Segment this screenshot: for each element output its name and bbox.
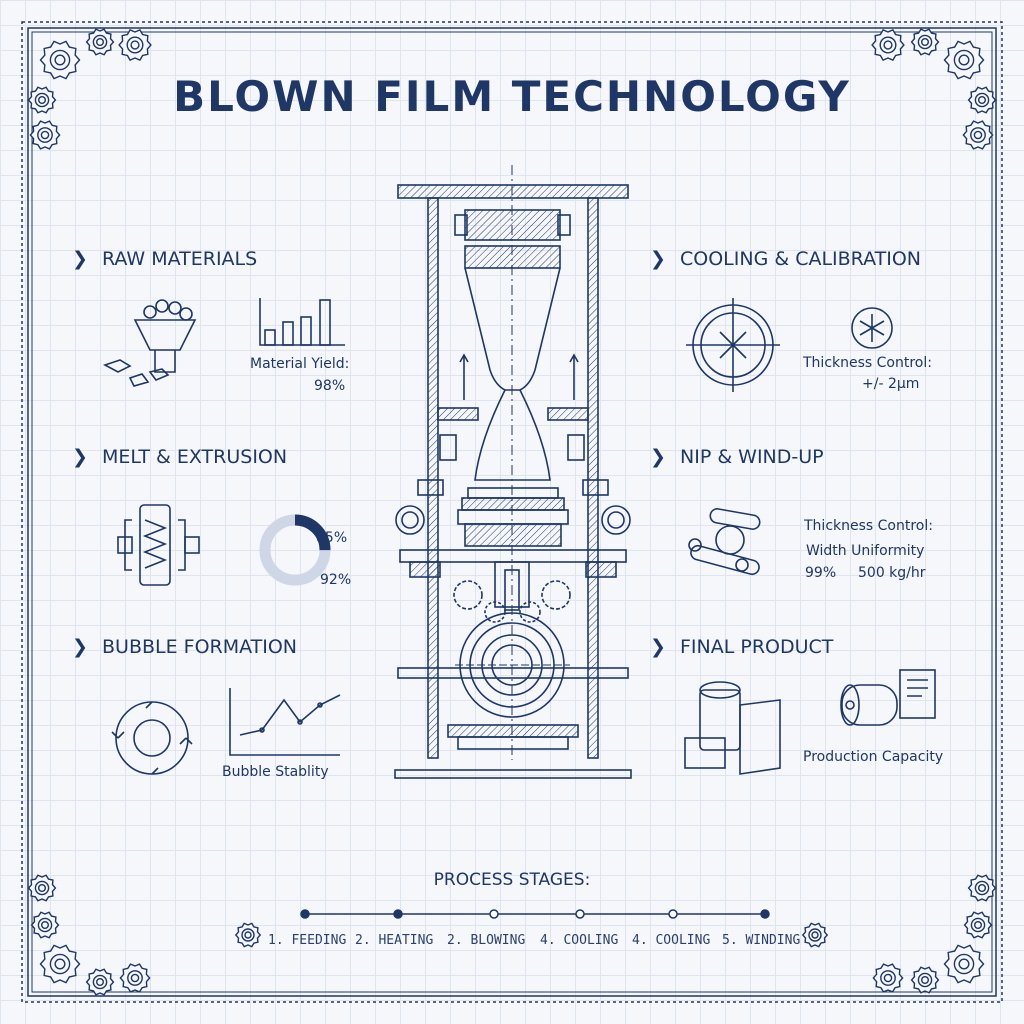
gear-icon [27, 874, 57, 902]
film-roll-icon [684, 681, 781, 775]
gear-icon [962, 120, 994, 150]
gear-icon [234, 922, 262, 948]
section-raw-materials: ❯ RAW MATERIALS [72, 248, 257, 270]
section-heading: FINAL PRODUCT [680, 636, 834, 658]
section-heading: COOLING & CALIBRATION [680, 248, 922, 270]
material-yield-value: 98% [314, 378, 346, 394]
thickness-control-label: Thickness Control: [804, 518, 933, 534]
material-yield-label: Material Yield: [250, 356, 350, 372]
section-cooling-calibration: ❯ COOLING & CALIBRATION [650, 248, 921, 270]
gear-icon [119, 963, 151, 993]
roller-assembly-icon [688, 508, 761, 576]
gear-icon [39, 944, 81, 984]
gear-icon [963, 911, 993, 939]
process-stages-heading: PROCESS STAGES: [433, 870, 591, 890]
gear-icon [910, 966, 940, 994]
width-uniformity-value: 99% [805, 565, 837, 581]
chevron-right-icon: ❯ [650, 446, 666, 468]
stage-label: 1. FEEDING [268, 933, 347, 948]
stage-label: 5. WINDING [722, 933, 801, 948]
stage-marker [668, 909, 678, 919]
gear-icon [30, 911, 60, 939]
width-uniformity-label: Width Uniformity [806, 543, 925, 559]
stage-marker [393, 909, 403, 919]
hopper-icon [102, 299, 197, 387]
donut-value-2: 92% [320, 572, 352, 588]
section-heading: NIP & WIND-UP [680, 446, 824, 468]
donut-chart-icon [259, 514, 331, 586]
section-melt-extrusion: ❯ MELT & EXTRUSION [72, 446, 287, 468]
stage-marker [300, 909, 310, 919]
line-chart-icon [229, 688, 341, 756]
stage-label: 4. COOLING [632, 933, 711, 948]
gear-icon [967, 874, 997, 902]
gear-icon [967, 86, 997, 114]
gear-icon [85, 28, 115, 56]
stage-label: 2. BLOWING [447, 933, 526, 948]
gear-icon [118, 29, 152, 61]
stage-marker [760, 909, 770, 919]
rotation-circle-icon [111, 701, 193, 775]
thickness-control-label: Thickness Control: [803, 355, 932, 371]
chevron-right-icon: ❯ [650, 248, 666, 270]
gear-icon [872, 963, 904, 993]
gear-icon [871, 29, 905, 61]
stage-label: 2. HEATING [355, 933, 434, 948]
snowflake-icon [851, 307, 893, 349]
section-heading: RAW MATERIALS [102, 248, 258, 270]
bubble-stability-label: Bubble Stablity [222, 764, 329, 780]
gear-icon [943, 40, 985, 80]
gear-icon [801, 922, 829, 948]
production-capacity-label: Production Capacity [803, 749, 944, 765]
snowflake-crosshair-icon [686, 298, 780, 392]
stage-marker [575, 909, 585, 919]
gear-icon [29, 120, 61, 150]
gear-icon [85, 968, 115, 996]
page-title: BLOWN FILM TECHNOLOGY [173, 72, 851, 121]
section-heading: BUBBLE FORMATION [102, 636, 298, 658]
chevron-right-icon: ❯ [72, 636, 88, 658]
chevron-right-icon: ❯ [72, 248, 88, 270]
stage-label: 4. COOLING [540, 933, 619, 948]
gear-icon [910, 28, 940, 56]
stage-marker [489, 909, 499, 919]
gear-icon [943, 944, 985, 984]
gear-icon [39, 40, 81, 80]
chevron-right-icon: ❯ [650, 636, 666, 658]
gear-icon [27, 86, 57, 114]
section-heading: MELT & EXTRUSION [102, 446, 288, 468]
section-final-product: ❯ FINAL PRODUCT [650, 636, 833, 658]
throughput-value: 500 kg/hr [858, 565, 926, 581]
chevron-right-icon: ❯ [72, 446, 88, 468]
donut-value-1: 85% [316, 530, 348, 546]
film-roll-label-icon [840, 669, 936, 726]
thickness-control-value: +/- 2µm [862, 376, 920, 392]
section-bubble-formation: ❯ BUBBLE FORMATION [72, 636, 297, 658]
extruder-screw-icon [117, 504, 200, 586]
section-nip-windup: ❯ NIP & WIND-UP [650, 446, 824, 468]
bar-chart-icon [259, 298, 345, 346]
